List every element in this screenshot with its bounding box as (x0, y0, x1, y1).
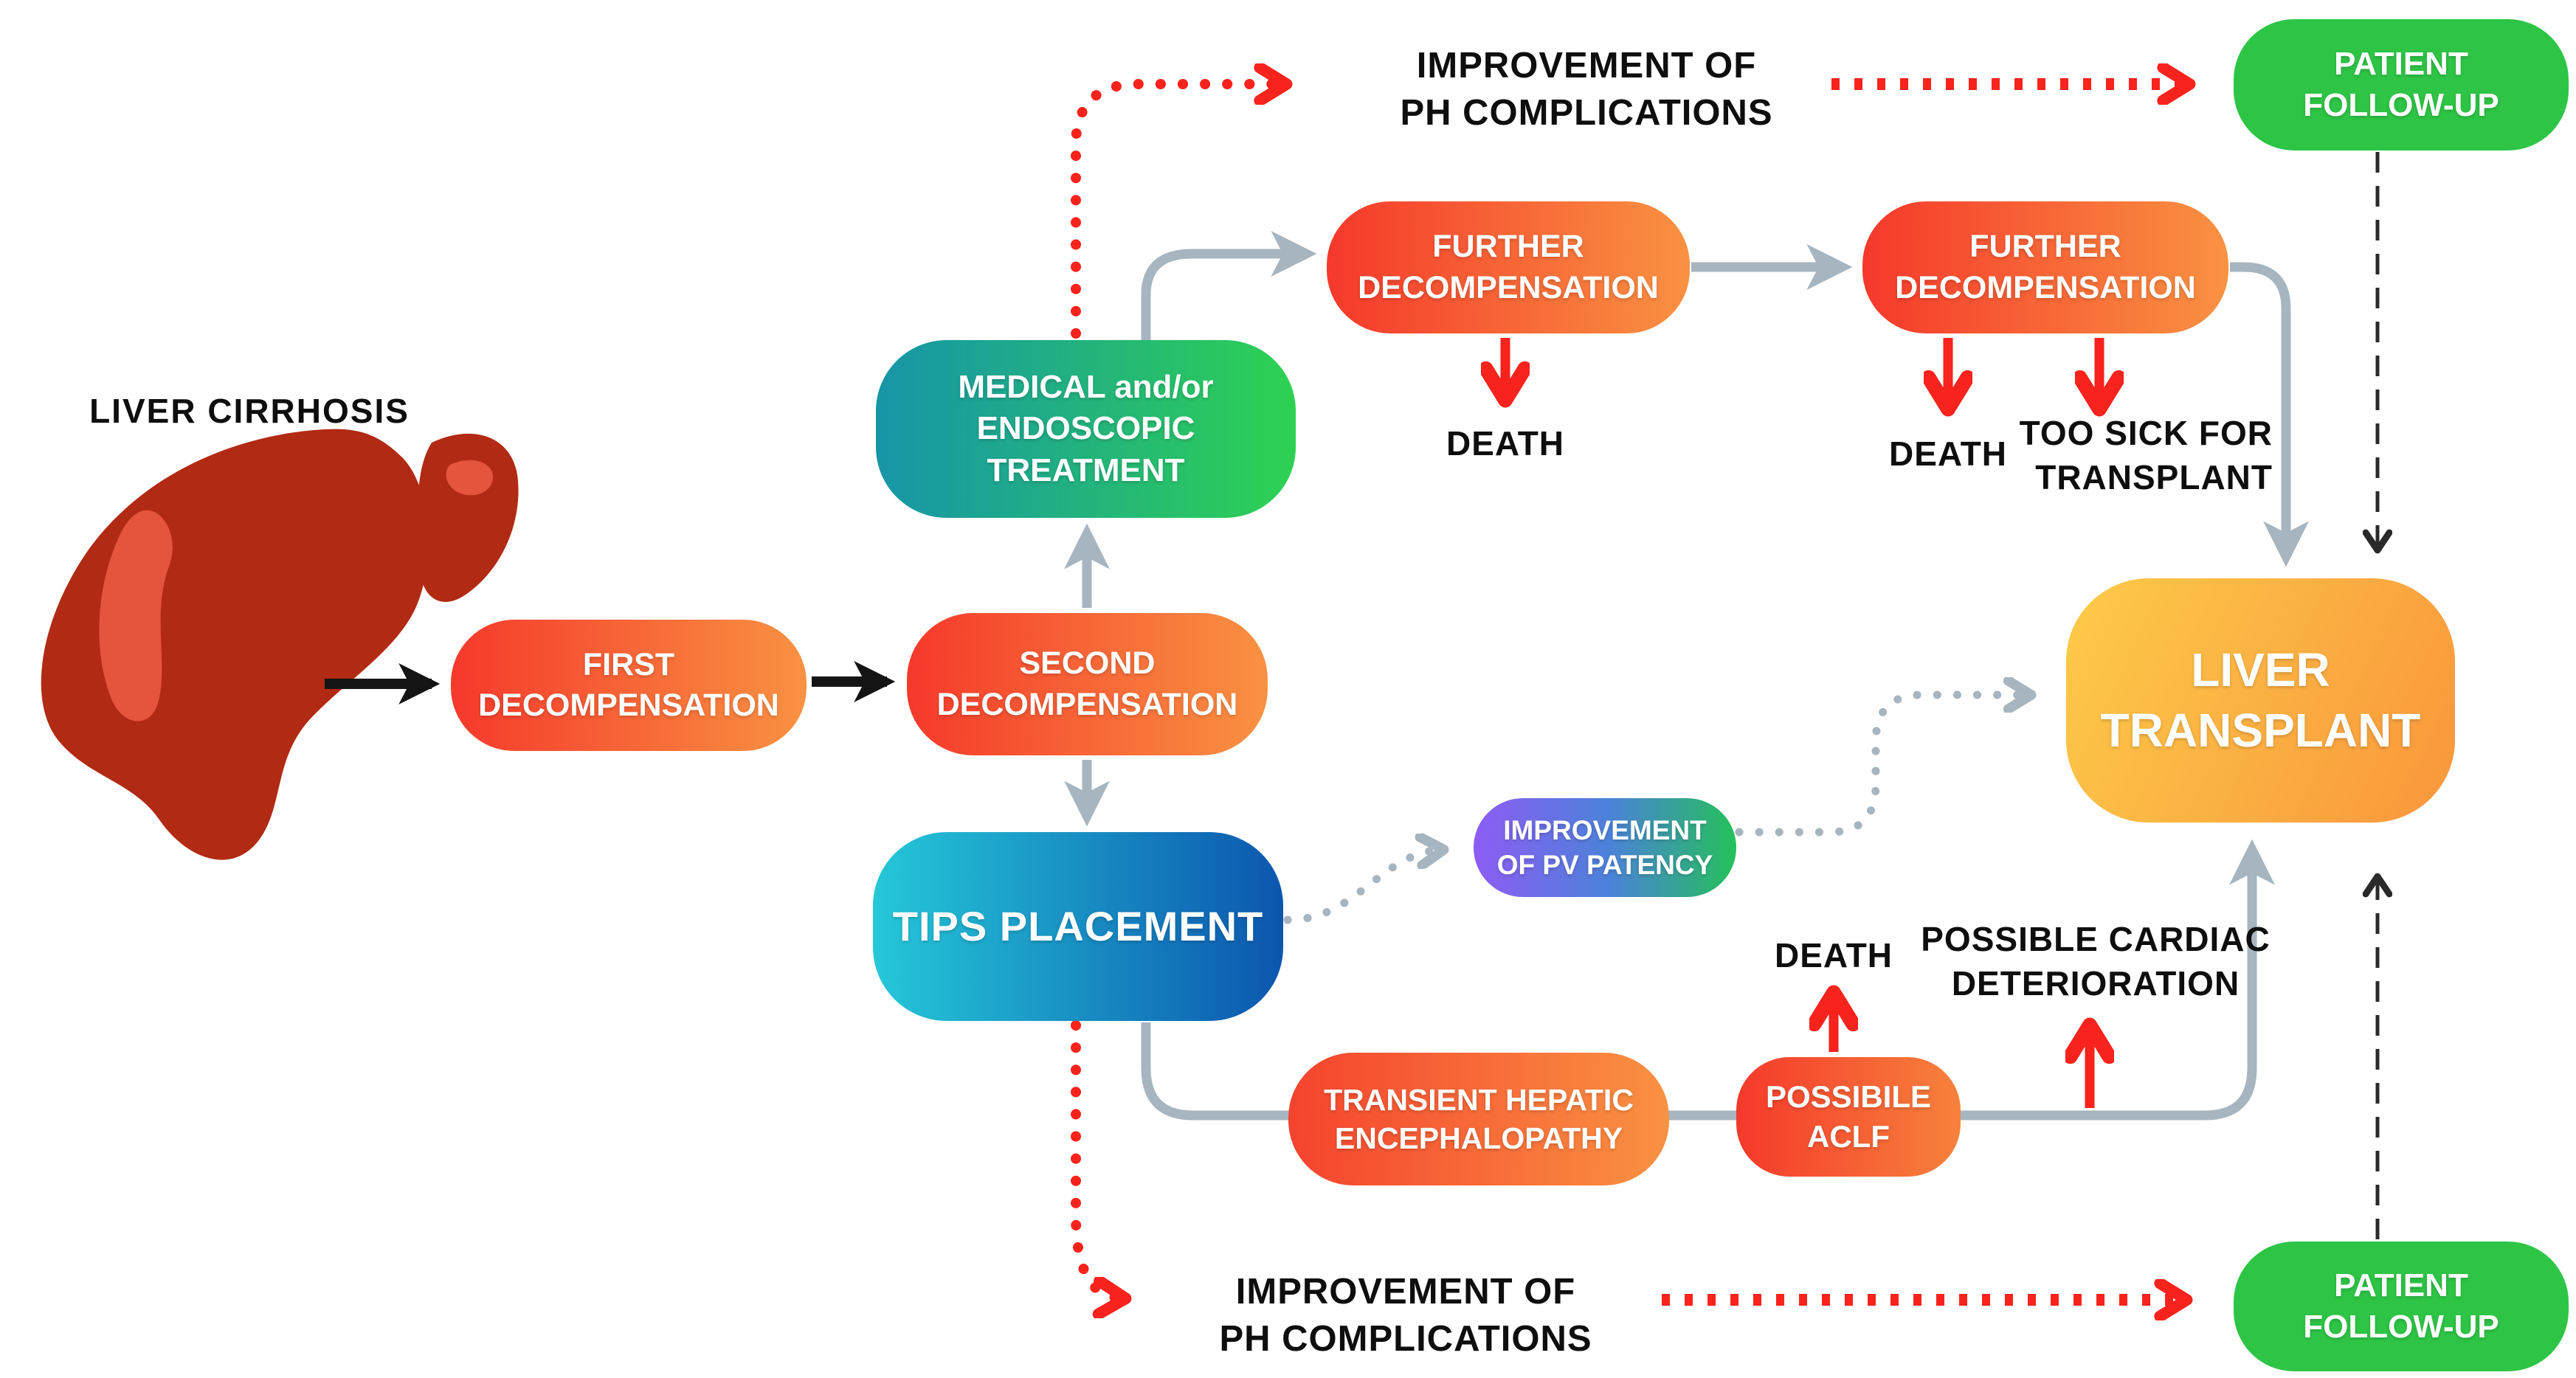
arrow-tips-to-transplant-via-encephalopathy (1141, 839, 2275, 1121)
arrow-pv-patency-to-liver-transplant (1735, 695, 2028, 837)
too-sick-for-transplant-label: TOO SICK FOR TRANSPLANT (2019, 414, 2273, 496)
node-first-decompensation: FIRST DECOMPENSATION (451, 620, 807, 751)
arrow-tips-to-pv-patency (1283, 850, 1440, 924)
node-possible-aclf: POSSIBILE ACLF (1736, 1057, 1961, 1177)
improvement-ph-complications-top: IMPROVEMENT OF PH COMPLICATIONS (1400, 46, 1773, 133)
node-improvement-pv-patency: IMPROVEMENT OF PV PATENCY (1474, 798, 1736, 897)
possible-cardiac-deterioration-label: POSSIBLE CARDIAC DETERIORATION (1921, 920, 2271, 1003)
arrow-medical-to-improvement-ph-top (1071, 84, 1282, 339)
liver-icon (41, 429, 519, 860)
node-further-decompensation-1: FURTHER DECOMPENSATION (1327, 201, 1690, 333)
death-label-aclf: DEATH (1774, 936, 1893, 974)
death-label-further2: DEATH (1888, 434, 2008, 473)
node-patient-followup-top: PATIENT FOLLOW-UP (2234, 19, 2569, 150)
arrow-medical-to-further1 (1141, 231, 1317, 340)
node-tips-placement: TIPS PLACEMENT (873, 832, 1283, 1021)
death-label-further1: DEATH (1446, 424, 1565, 463)
node-second-decompensation: SECOND DECOMPENSATION (907, 613, 1268, 755)
node-further-decompensation-2: FURTHER DECOMPENSATION (1862, 201, 2228, 333)
arrow-further2-to-liver-transplant (2230, 262, 2309, 567)
node-transient-hepatic-encephalopathy: TRANSIENT HEPATIC ENCEPHALOPATHY (1288, 1053, 1669, 1185)
node-patient-followup-bottom: PATIENT FOLLOW-UP (2234, 1242, 2569, 1371)
improvement-ph-complications-bottom: IMPROVEMENT OF PH COMPLICATIONS (1219, 1272, 1592, 1359)
node-medical-endoscopic-treatment: MEDICAL and/or ENDOSCOPIC TREATMENT (876, 340, 1296, 518)
arrow-tips-to-improvement-ph-bottom (1071, 1020, 1122, 1298)
node-liver-transplant: LIVER TRANSPLANT (2066, 578, 2455, 823)
liver-cirrhosis-label: LIVER CIRRHOSIS (89, 392, 410, 430)
